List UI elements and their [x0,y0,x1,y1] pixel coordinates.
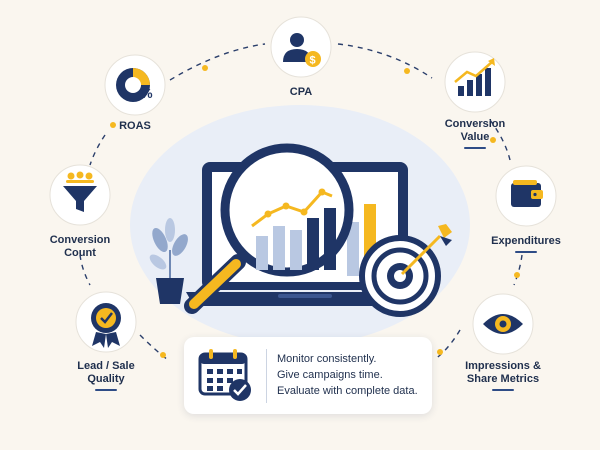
label-underline [464,147,486,149]
label-underline [515,251,537,253]
tip-line: Monitor consistently. [277,353,377,365]
node-label-impressions: Impressions & Share Metrics [463,360,543,391]
magnifier-icon [184,143,354,314]
label-underline [492,389,514,391]
tip-line: Give campaigns time. [277,369,383,381]
plant-icon [149,218,188,304]
label-underline [95,389,117,391]
pie-percent-icon: % [116,68,153,102]
calendar-check-icon [198,349,251,401]
tips-card: Monitor consistently. Give campaigns tim… [184,337,432,414]
connector-ring [79,43,523,361]
wallet-icon [511,180,543,207]
tips-text: Monitor consistently. Give campaigns tim… [277,351,418,399]
svg-text:%: % [141,86,153,101]
node-label-roas: ROAS [119,120,151,132]
target-icon [359,224,452,317]
node-label-conversion-value: Conversion Value [440,118,510,149]
badge-check-icon [91,303,121,348]
bar-chart-up-icon [454,58,495,96]
svg-text:$: $ [310,55,316,67]
node-label-cpa: CPA [289,86,313,98]
node-label-conversion-count: Conversion Count [49,234,111,259]
user-dollar-icon: $ [283,33,321,67]
funnel-people-icon [63,171,97,212]
ring-dots [79,65,520,358]
eye-icon [483,314,523,334]
tips-divider [266,349,267,403]
node-label-expenditures: Expenditures [486,235,566,253]
tip-line: Evaluate with complete data. [277,385,418,397]
node-label-lead-sale-quality: Lead / Sale Quality [71,360,141,391]
